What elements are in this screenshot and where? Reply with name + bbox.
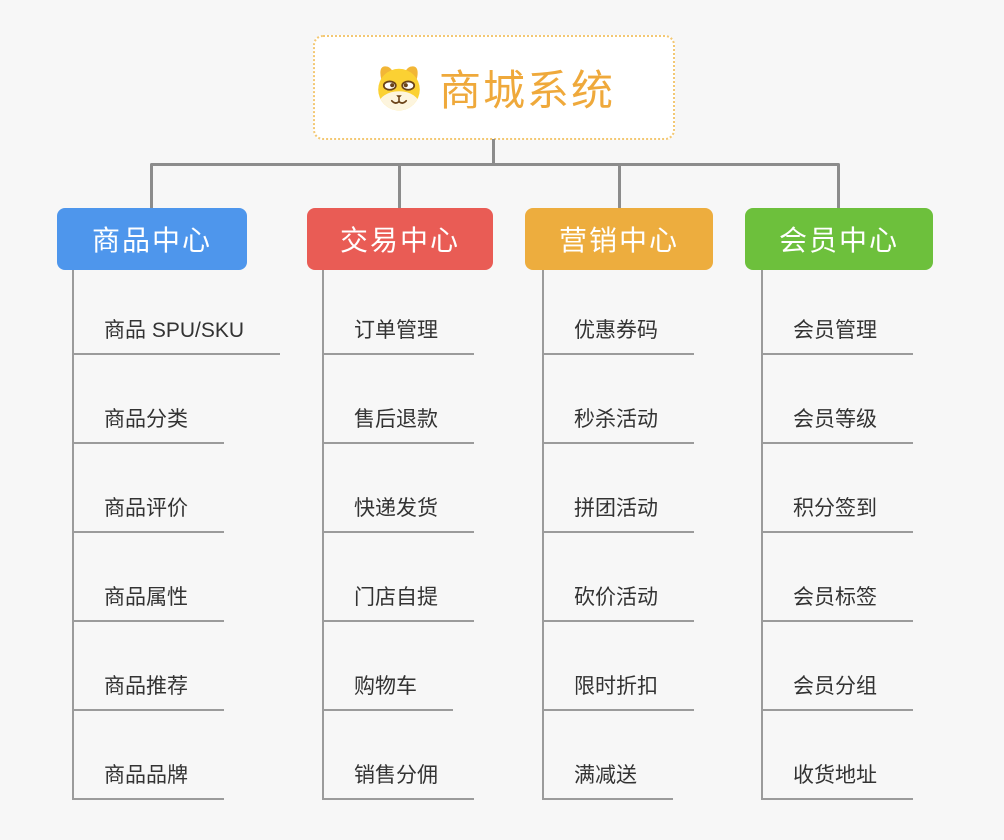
leaf-node-full-reduction[interactable]: 满减送 bbox=[544, 759, 673, 800]
leaf-node-limited-time-discount[interactable]: 限时折扣 bbox=[544, 670, 694, 711]
leaf-node-member-group[interactable]: 会员分组 bbox=[763, 670, 913, 711]
leaf-node-shopping-cart[interactable]: 购物车 bbox=[324, 670, 453, 711]
branch-label: 会员中心 bbox=[778, 225, 899, 256]
leaf-node-order-management[interactable]: 订单管理 bbox=[324, 314, 474, 355]
leaf-node-points-checkin[interactable]: 积分签到 bbox=[763, 492, 913, 533]
leaf-node-sales-commission[interactable]: 销售分佣 bbox=[324, 759, 474, 800]
branch-node-member-center[interactable]: 会员中心 bbox=[745, 208, 933, 270]
connector-drop-marketing bbox=[618, 164, 621, 209]
root-label: 商城系统 bbox=[438, 67, 615, 114]
leaf-node-aftersale-refund[interactable]: 售后退款 bbox=[324, 403, 474, 444]
leaf-node-product-attribute[interactable]: 商品属性 bbox=[74, 581, 224, 622]
branch-children-product-center: 商品 SPU/SKU 商品分类 商品评价 商品属性 商品推荐 商品品牌 bbox=[72, 270, 281, 800]
leaf-node-product-category[interactable]: 商品分类 bbox=[74, 403, 224, 444]
leaf-node-coupon-code[interactable]: 优惠券码 bbox=[544, 314, 694, 355]
leaf-node-flash-sale[interactable]: 秒杀活动 bbox=[544, 403, 694, 444]
branch-node-product-center[interactable]: 商品中心 bbox=[57, 208, 247, 270]
leaf-node-member-level[interactable]: 会员等级 bbox=[763, 403, 913, 444]
leaf-node-group-buy[interactable]: 拼团活动 bbox=[544, 492, 694, 533]
branch-label: 营销中心 bbox=[558, 225, 679, 256]
branch-label: 商品中心 bbox=[91, 225, 212, 256]
connector-drop-member bbox=[837, 164, 840, 209]
branch-children-member-center: 会员管理 会员等级 积分签到 会员标签 会员分组 收货地址 bbox=[761, 270, 913, 800]
leaf-node-member-management[interactable]: 会员管理 bbox=[763, 314, 913, 355]
branch-node-marketing-center[interactable]: 营销中心 bbox=[525, 208, 713, 270]
leaf-node-member-tag[interactable]: 会员标签 bbox=[763, 581, 913, 622]
branch-children-marketing-center: 优惠券码 秒杀活动 拼团活动 砍价活动 限时折扣 满减送 bbox=[542, 270, 694, 800]
branch-children-trade-center: 订单管理 售后退款 快递发货 门店自提 购物车 销售分佣 bbox=[322, 270, 474, 800]
branch-node-trade-center[interactable]: 交易中心 bbox=[307, 208, 493, 270]
root-node[interactable]: 商城系统 bbox=[313, 35, 675, 140]
connector-root-stub bbox=[492, 139, 495, 165]
leaf-node-shipping-address[interactable]: 收货地址 bbox=[763, 759, 913, 800]
leaf-node-express-delivery[interactable]: 快递发货 bbox=[324, 492, 474, 533]
leaf-node-product-review[interactable]: 商品评价 bbox=[74, 492, 224, 533]
branch-label: 交易中心 bbox=[339, 225, 460, 256]
leaf-node-product-brand[interactable]: 商品品牌 bbox=[74, 759, 224, 800]
leaf-node-bargain-activity[interactable]: 砍价活动 bbox=[544, 581, 694, 622]
leaf-node-product-recommend[interactable]: 商品推荐 bbox=[74, 670, 224, 711]
connector-drop-trade bbox=[398, 164, 401, 209]
connector-drop-product bbox=[150, 164, 153, 209]
connector-rail bbox=[150, 163, 840, 166]
leaf-node-product-spu-sku[interactable]: 商品 SPU/SKU bbox=[74, 314, 281, 355]
leaf-node-store-pickup[interactable]: 门店自提 bbox=[324, 581, 474, 622]
dog-face-icon bbox=[373, 64, 425, 112]
